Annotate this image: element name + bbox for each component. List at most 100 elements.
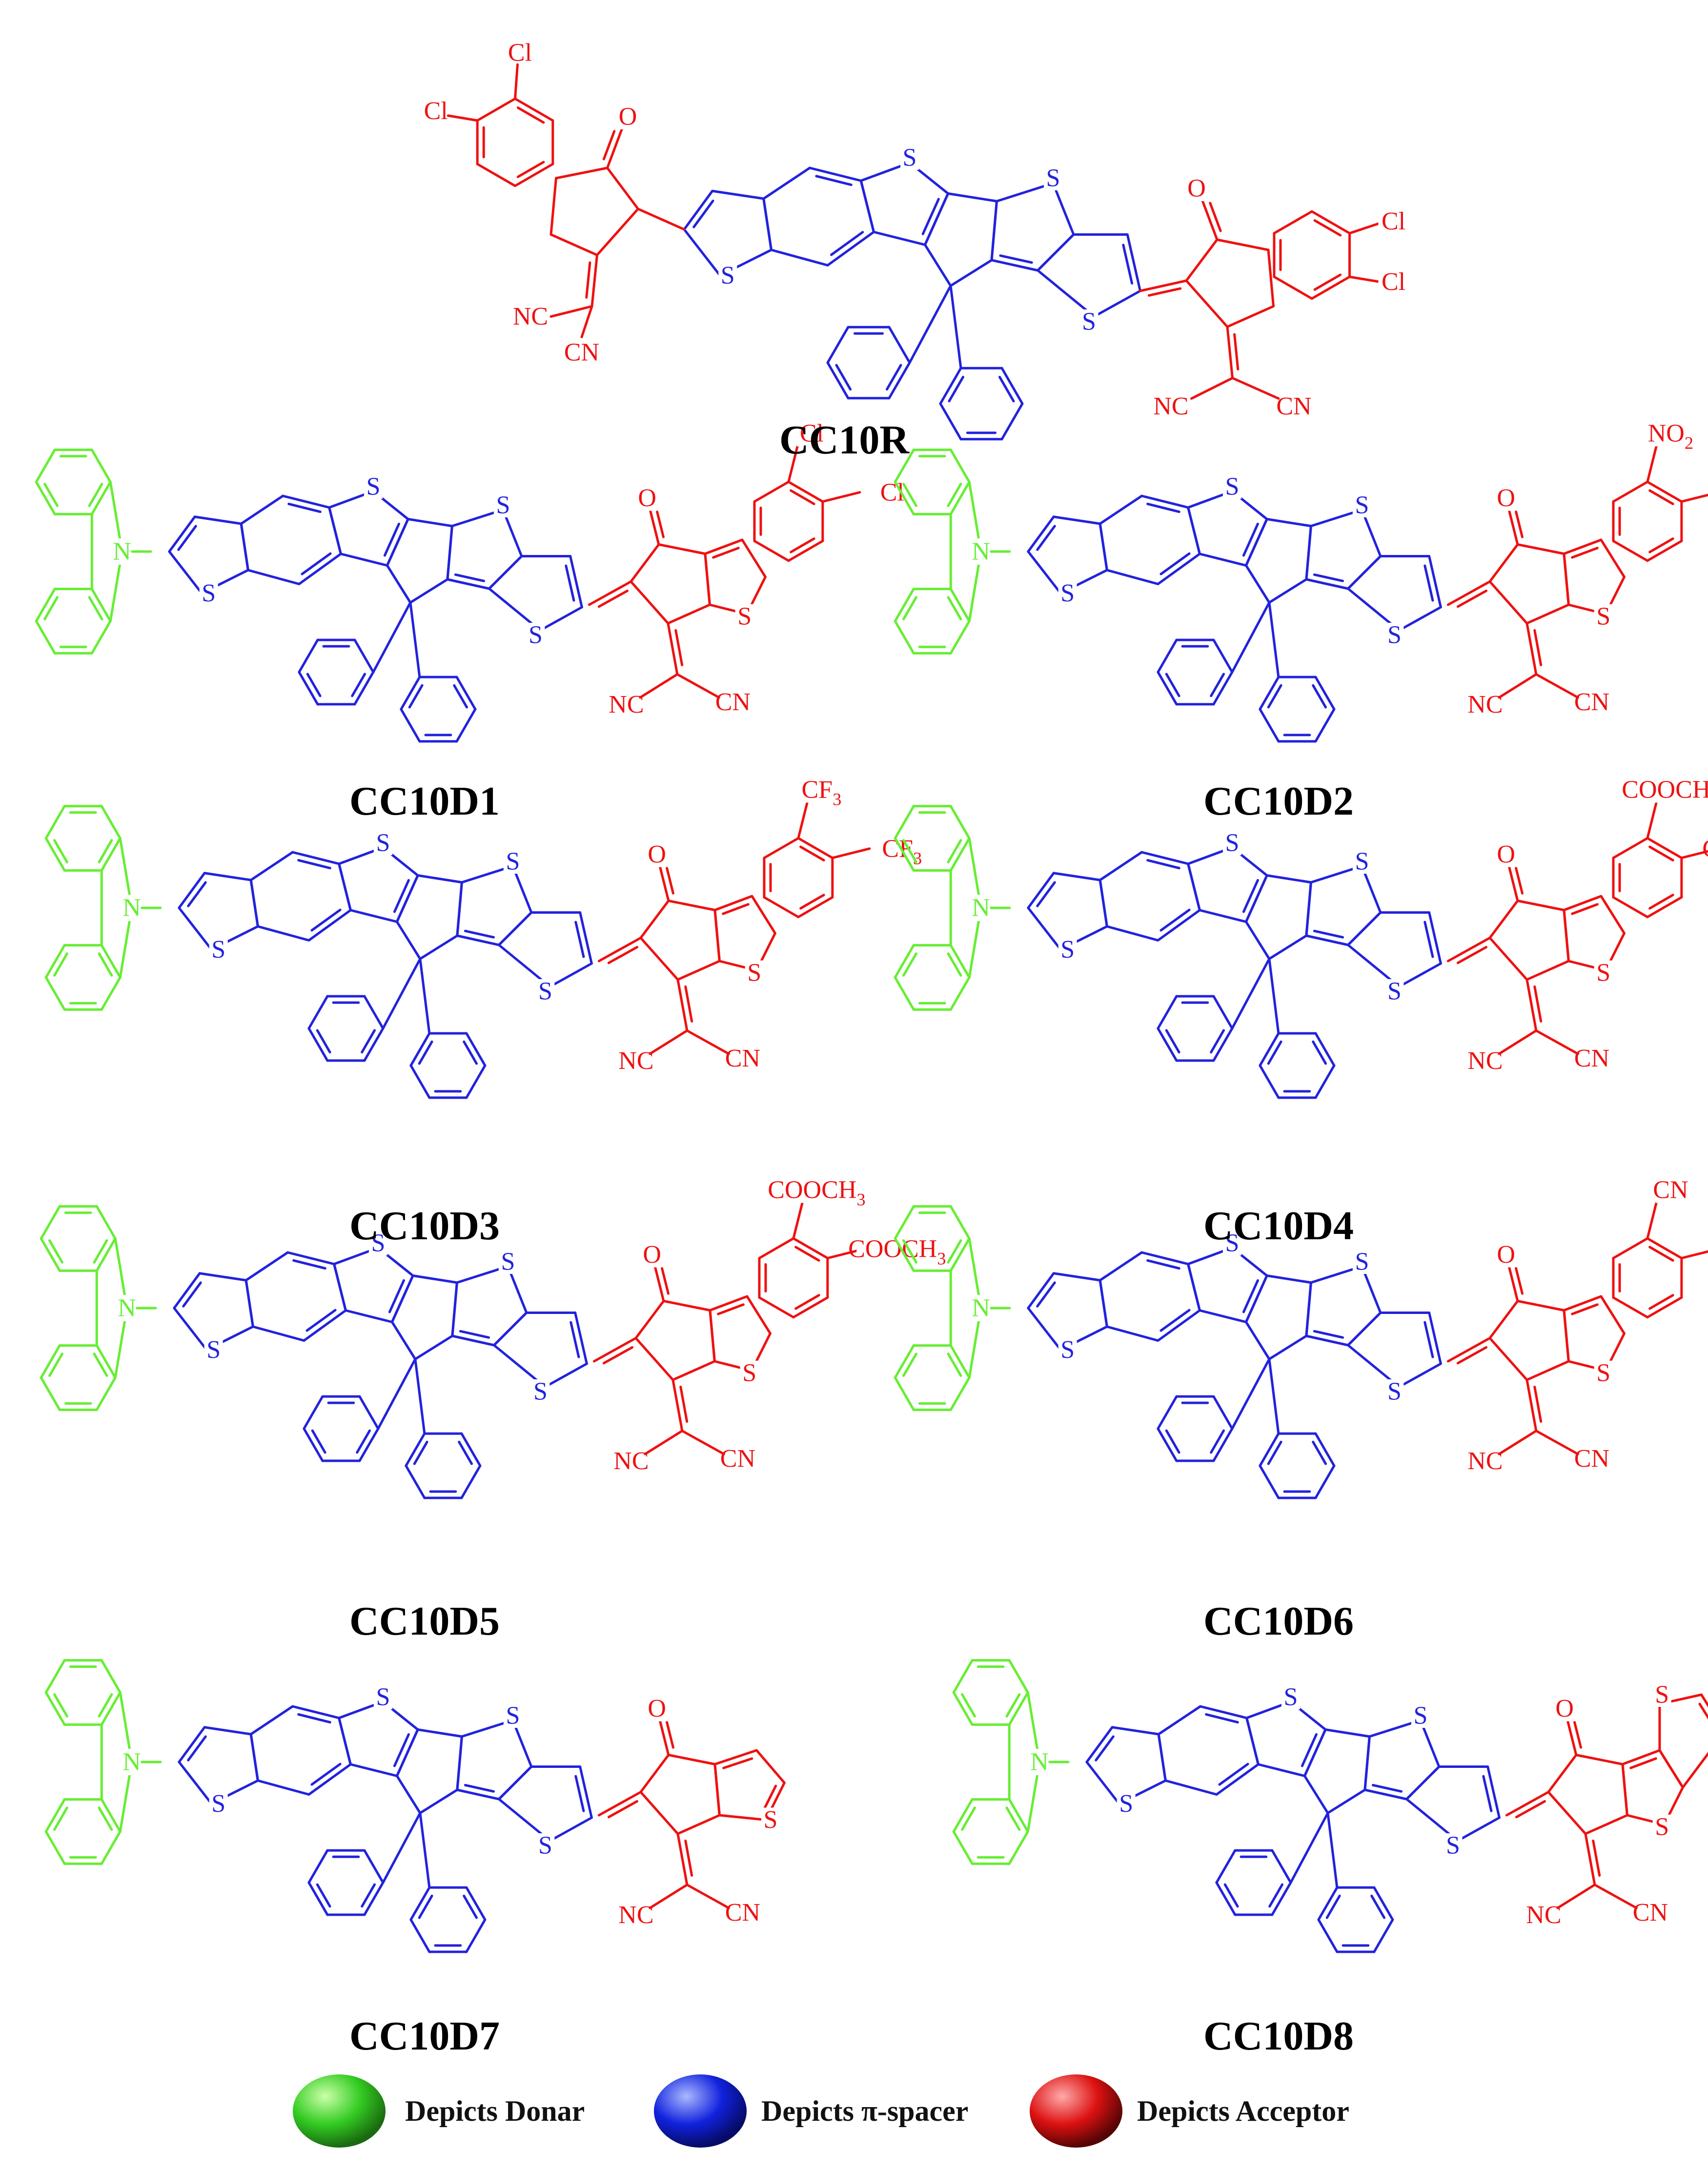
bond xyxy=(1488,937,1528,981)
double-bond xyxy=(1648,894,1674,910)
double-bond xyxy=(684,985,693,1023)
nitrile-label: NC xyxy=(513,303,548,330)
bond xyxy=(1498,1029,1538,1055)
bond xyxy=(416,874,463,884)
double-bond xyxy=(1370,1894,1386,1919)
double-bond xyxy=(1698,1702,1708,1720)
double-bond xyxy=(310,1763,342,1786)
bond xyxy=(1317,1918,1339,1953)
bond xyxy=(1052,182,1075,236)
bond xyxy=(888,361,911,400)
double-bond xyxy=(1242,522,1259,557)
nitrile-label: NC xyxy=(618,1047,653,1075)
label-mask xyxy=(531,1379,550,1404)
label-mask xyxy=(647,1696,667,1722)
bond xyxy=(1052,515,1101,525)
nitrile-label: CN xyxy=(1574,1445,1609,1473)
bond xyxy=(173,1272,201,1310)
label-mask xyxy=(209,1791,228,1816)
label-mask xyxy=(1496,485,1516,511)
double-bond xyxy=(1312,1440,1327,1465)
bond xyxy=(1398,606,1442,632)
bond xyxy=(908,285,952,364)
bond xyxy=(1363,1735,1371,1791)
bond xyxy=(390,1321,417,1360)
bond xyxy=(1215,1763,1260,1796)
double-bond xyxy=(1268,1883,1284,1908)
double-bond xyxy=(1423,1321,1434,1358)
bond xyxy=(1257,1763,1306,1777)
bond xyxy=(1231,377,1280,400)
bond xyxy=(307,909,352,942)
bond xyxy=(497,911,533,946)
bond xyxy=(400,708,421,743)
bond xyxy=(671,1360,716,1381)
bond xyxy=(40,1344,61,1379)
bond xyxy=(95,1205,117,1240)
bond xyxy=(455,676,477,711)
nitrile-label: CN xyxy=(1574,688,1609,716)
bond xyxy=(95,1376,117,1411)
bond xyxy=(100,1659,122,1694)
bond xyxy=(888,326,911,364)
sulfur-atom: S xyxy=(206,1336,221,1364)
bond xyxy=(1600,538,1626,578)
bond xyxy=(256,925,310,942)
bond xyxy=(763,896,800,919)
bond xyxy=(894,481,915,515)
bond xyxy=(676,1832,689,1886)
bond xyxy=(894,1344,915,1379)
bond xyxy=(1310,275,1351,300)
double-bond xyxy=(569,1321,580,1358)
molecule-label: CC10D5 xyxy=(349,1599,500,1644)
bond xyxy=(100,837,122,872)
bond xyxy=(1646,1200,1658,1240)
bond xyxy=(1584,1832,1596,1886)
double-bond xyxy=(902,596,917,620)
label-mask xyxy=(493,493,512,517)
bond xyxy=(1563,909,1570,963)
bond xyxy=(1314,1032,1336,1067)
nitrile-label: CN xyxy=(1633,1899,1668,1927)
bond xyxy=(95,1237,117,1272)
label-mask xyxy=(1411,1703,1430,1728)
bond xyxy=(1085,1726,1114,1763)
double-bond xyxy=(516,106,545,124)
bond xyxy=(590,254,598,308)
double-bond xyxy=(794,1246,820,1262)
bond xyxy=(894,805,915,840)
bond xyxy=(588,580,632,606)
double-bond xyxy=(1242,879,1259,913)
bond xyxy=(382,1812,422,1884)
bond xyxy=(1612,896,1649,919)
bond xyxy=(549,305,593,318)
bond xyxy=(894,620,915,655)
bond xyxy=(298,638,319,674)
bond xyxy=(1198,553,1247,567)
double-bond xyxy=(574,921,585,958)
label-mask xyxy=(1594,604,1613,629)
bond xyxy=(1314,1464,1336,1499)
bond xyxy=(1507,1263,1519,1302)
label-mask xyxy=(1281,1685,1300,1709)
double-bond xyxy=(1515,511,1524,538)
bond xyxy=(203,1726,252,1736)
bond xyxy=(1646,837,1683,860)
bond xyxy=(358,1427,380,1462)
bond xyxy=(1361,509,1382,557)
double-bond xyxy=(1571,903,1599,915)
bond xyxy=(1027,872,1055,909)
double-bond xyxy=(1313,929,1344,939)
label-mask xyxy=(735,604,754,629)
bond xyxy=(1525,1378,1538,1432)
sulfur-atom: S xyxy=(506,1702,520,1730)
sulfur-atom: S xyxy=(366,473,380,501)
double-bond xyxy=(1147,287,1182,297)
bond xyxy=(644,1430,684,1456)
bond xyxy=(456,934,500,946)
double-bond xyxy=(98,1693,113,1718)
double-bond xyxy=(316,1883,331,1908)
label-mask xyxy=(642,1242,662,1268)
